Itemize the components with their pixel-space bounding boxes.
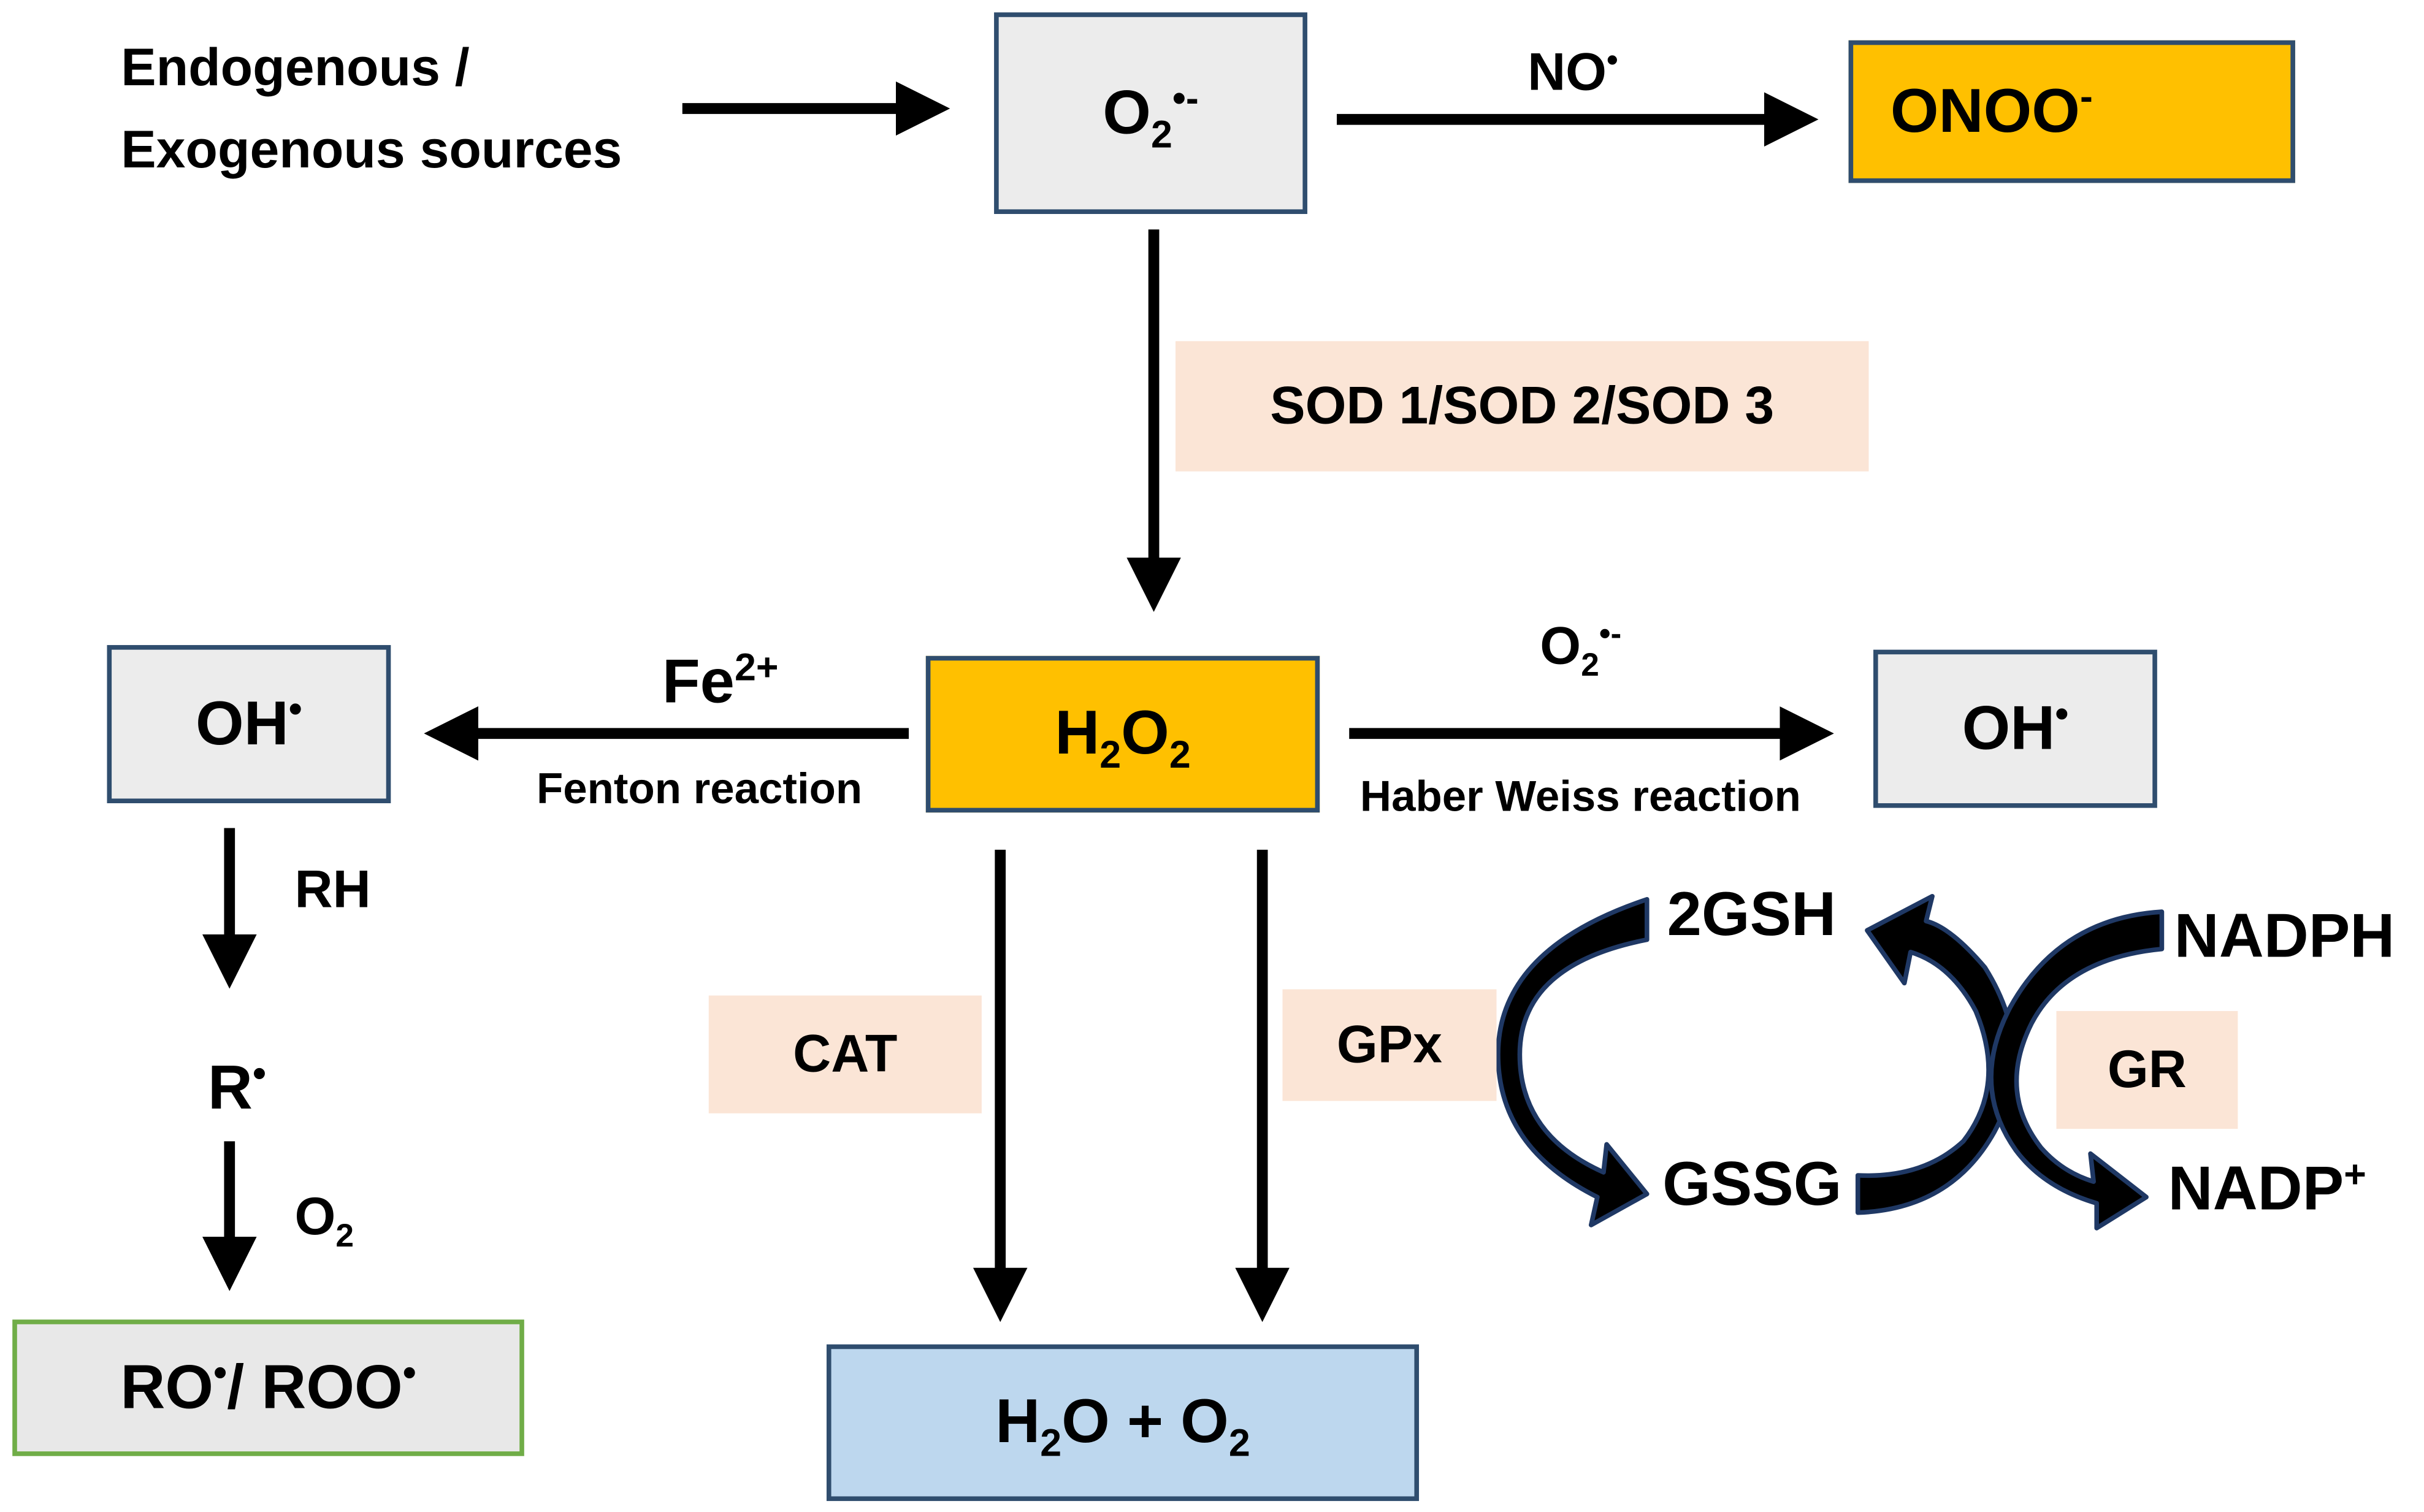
alkoxyl-peroxyl-text: RO•/ ROO• — [120, 1352, 416, 1421]
curve-gsh-to-gssg — [1496, 897, 1650, 1228]
hydroxyl-right-text: OH• — [1962, 693, 2069, 763]
nadph-label: NADPH — [2174, 902, 2395, 971]
source-line-2: Exogenous sources — [121, 121, 622, 180]
haber-weiss-reaction-label: Haber Weiss reaction — [1359, 772, 1801, 820]
hydroxyl-left-text: OH• — [196, 689, 302, 758]
peroxynitrite-text: ONOO- — [1890, 76, 2093, 145]
water-oxygen-node: H2O + O2 — [826, 1344, 1420, 1502]
superoxide-text: O2•- — [1103, 77, 1199, 156]
glutathione-peroxidase-label: GPx — [1282, 989, 1497, 1101]
peroxynitrite-node: ONOO- — [1848, 40, 2295, 183]
alkoxyl-peroxyl-node: RO•/ ROO• — [12, 1319, 524, 1456]
hydrogen-peroxide-node: H2O2 — [925, 655, 1320, 813]
curve-gssg-to-2gsh — [1855, 893, 2017, 1215]
catalase-label: CAT — [708, 995, 982, 1113]
reduced-glutathione-label: 2GSH — [1667, 880, 1837, 949]
rh-label: RH — [294, 860, 371, 920]
hydrogen-peroxide-text: H2O2 — [1055, 699, 1191, 777]
glutathione-reductase-label: GR — [2056, 1010, 2238, 1129]
hydroxyl-radical-left-node: OH• — [107, 645, 391, 804]
water-oxygen-text: H2O + O2 — [995, 1388, 1250, 1465]
source-label: Endogenous / Exogenous sources — [121, 28, 622, 193]
sod-enzyme-label: SOD 1/SOD 2/SOD 3 — [1175, 341, 1869, 472]
superoxide-node: O2•- — [994, 12, 1307, 215]
oxidized-glutathione-label: GSSG — [1662, 1150, 1842, 1219]
nadp-label: NADP+ — [2168, 1155, 2366, 1224]
fenton-reaction-label: Fenton reaction — [537, 764, 863, 813]
hydroxyl-radical-right-node: OH• — [1873, 649, 2157, 808]
alkyl-radical-label: R• — [207, 1053, 266, 1123]
iron-label: Fe2+ — [662, 647, 779, 717]
oxygen-label: O2 — [294, 1188, 354, 1254]
curve-nadph-to-nadp — [1989, 909, 2165, 1231]
nitric-oxide-label: NO• — [1527, 42, 1618, 102]
source-line-1: Endogenous / — [121, 39, 470, 98]
haber-weiss-o2-label: O2•- — [1540, 616, 1622, 684]
